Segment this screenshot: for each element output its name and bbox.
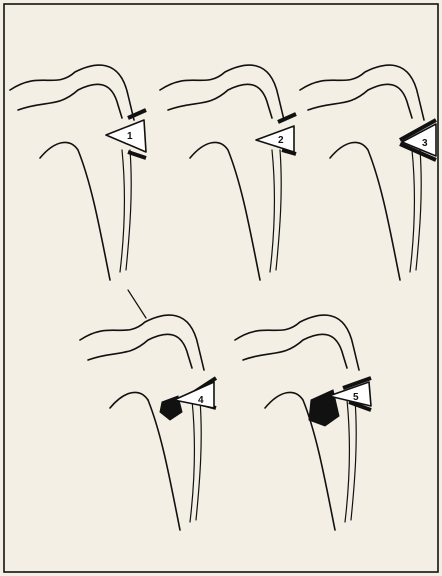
panel-label-3: 3 xyxy=(422,138,428,149)
connector-stroke xyxy=(128,290,146,318)
panel-label-2: 2 xyxy=(278,135,284,146)
panel-1: 1 xyxy=(10,65,146,280)
panel-label-4: 4 xyxy=(198,395,204,406)
panel-4: 4 xyxy=(80,315,216,530)
wedge-2 xyxy=(256,126,294,152)
panel-3: 3 xyxy=(300,65,436,280)
wedge-1 xyxy=(106,120,146,152)
panel-label-5: 5 xyxy=(353,392,359,403)
panel-label-1: 1 xyxy=(127,131,133,142)
panel-2: 2 xyxy=(160,65,296,280)
figure-frame xyxy=(4,4,438,572)
panel-5: 5 xyxy=(235,315,371,530)
